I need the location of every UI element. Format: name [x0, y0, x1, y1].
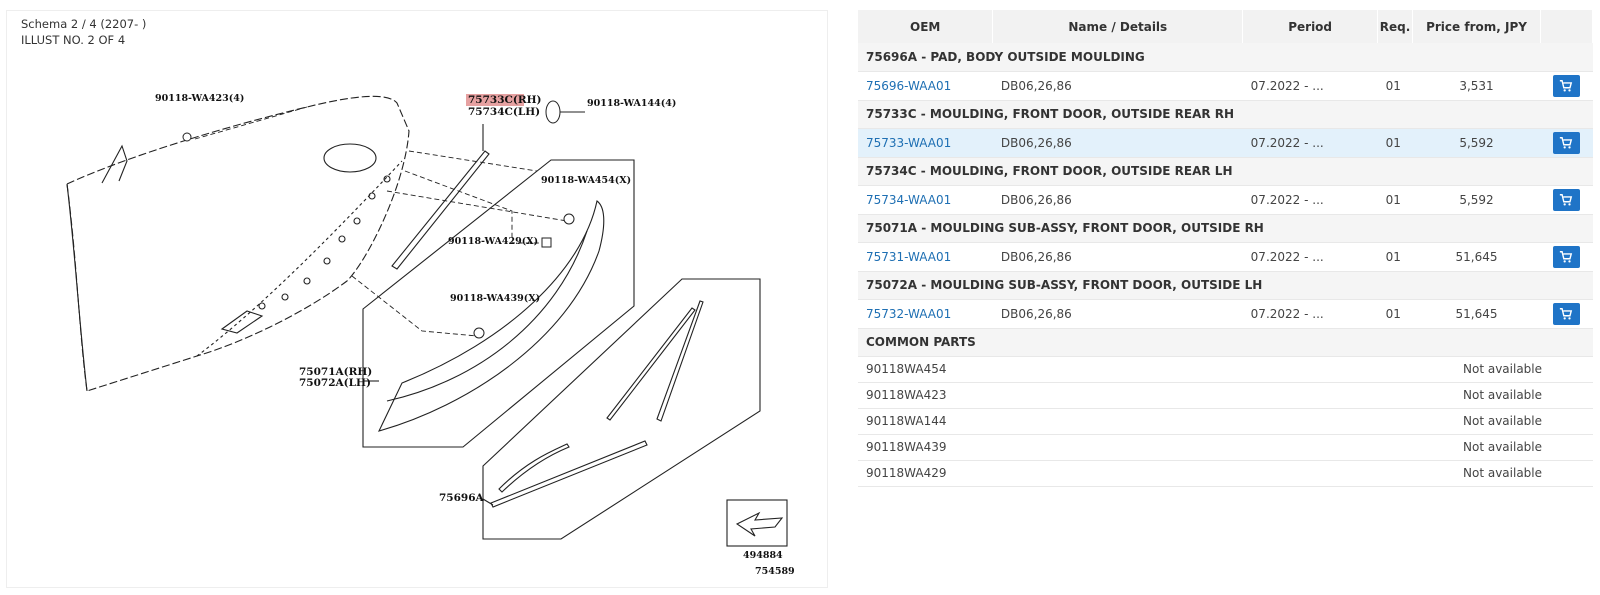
callout-75072a[interactable]: 75072A(LH)	[299, 377, 371, 389]
table-row[interactable]: 75732-WAA01 DB06,26,86 07.2022 - ... 01 …	[858, 299, 1593, 329]
parts-table: OEM Name / Details Period Req. Price fro…	[858, 10, 1594, 487]
common-part-row: 90118WA439 Not available	[858, 434, 1593, 461]
header-name-details: Name / Details	[992, 10, 1244, 43]
part-details: DB06,26,86	[992, 71, 1243, 101]
part-details: DB06,26,86	[992, 185, 1243, 215]
part-price: 5,592	[1412, 128, 1541, 158]
common-part-oem: 90118WA423	[858, 382, 1413, 409]
add-to-cart-button[interactable]	[1552, 245, 1580, 268]
add-to-cart-button[interactable]	[1552, 131, 1580, 154]
group-row: 75072A - MOULDING SUB-ASSY, FRONT DOOR, …	[858, 271, 1593, 300]
group-row: 75734C - MOULDING, FRONT DOOR, OUTSIDE R…	[858, 157, 1593, 186]
availability-status: Not available	[1412, 382, 1593, 409]
availability-status: Not available	[1412, 356, 1593, 383]
add-to-cart-button[interactable]	[1552, 74, 1580, 97]
part-price: 51,645	[1412, 242, 1541, 272]
common-part-row: 90118WA144 Not available	[858, 408, 1593, 435]
group-title: 75734C - MOULDING, FRONT DOOR, OUTSIDE R…	[858, 157, 1593, 186]
callout-90118-wa423[interactable]: 90118-WA423(4)	[155, 93, 244, 104]
table-row-selected[interactable]: 75733-WAA01 DB06,26,86 07.2022 - ... 01 …	[858, 128, 1593, 158]
header-price: Price from, JPY	[1412, 10, 1541, 43]
cart-icon	[1560, 136, 1573, 149]
callout-90118-wa429[interactable]: 90118-WA429(X)	[448, 236, 538, 247]
table-row[interactable]: 75696-WAA01 DB06,26,86 07.2022 - ... 01 …	[858, 71, 1593, 101]
parts-diagram: 90118-WA423(4) 75733C(RH) 75734C(LH) 901…	[66, 93, 795, 577]
part-period: 07.2022 - ...	[1242, 71, 1378, 101]
part-req: 01	[1377, 185, 1413, 215]
part-req: 01	[1377, 242, 1413, 272]
availability-status: Not available	[1412, 408, 1593, 435]
oem-link[interactable]: 75732-WAA01	[866, 306, 952, 321]
group-title: 75733C - MOULDING, FRONT DOOR, OUTSIDE R…	[858, 100, 1593, 129]
header-oem: OEM	[858, 10, 994, 43]
group-row: 75733C - MOULDING, FRONT DOOR, OUTSIDE R…	[858, 100, 1593, 129]
oem-link[interactable]: 75734-WAA01	[866, 192, 952, 207]
parts-diagram-panel: 90118-WA423(4) 75733C(RH) 75734C(LH) 901…	[6, 10, 828, 588]
part-period: 07.2022 - ...	[1242, 185, 1378, 215]
illust-title: ILLUST NO. 2 OF 4	[21, 33, 126, 47]
diagram-ref-number-2: 754589	[755, 566, 795, 577]
group-row: 75071A - MOULDING SUB-ASSY, FRONT DOOR, …	[858, 214, 1593, 243]
common-part-row: 90118WA429 Not available	[858, 460, 1593, 487]
oem-link[interactable]: 75733-WAA01	[866, 135, 952, 150]
table-row[interactable]: 75731-WAA01 DB06,26,86 07.2022 - ... 01 …	[858, 242, 1593, 272]
callout-90118-wa439[interactable]: 90118-WA439(X)	[450, 293, 540, 304]
availability-status: Not available	[1412, 434, 1593, 461]
table-header-row: OEM Name / Details Period Req. Price fro…	[858, 10, 1594, 43]
part-period: 07.2022 - ...	[1242, 242, 1378, 272]
group-title: 75071A - MOULDING SUB-ASSY, FRONT DOOR, …	[858, 214, 1593, 243]
callout-90118-wa144[interactable]: 90118-WA144(4)	[587, 98, 676, 109]
callout-90118-wa454[interactable]: 90118-WA454(X)	[541, 175, 631, 186]
schema-title: Schema 2 / 4 (2207- )	[21, 17, 147, 31]
group-title: 75696A - PAD, BODY OUTSIDE MOULDING	[858, 43, 1593, 72]
common-parts-header: COMMON PARTS	[858, 328, 1593, 357]
common-part-oem: 90118WA439	[858, 434, 1413, 461]
cart-icon	[1560, 79, 1573, 92]
header-req: Req.	[1377, 10, 1414, 43]
common-part-oem: 90118WA454	[858, 356, 1413, 383]
oem-link[interactable]: 75696-WAA01	[866, 78, 952, 93]
part-period: 07.2022 - ...	[1242, 128, 1378, 158]
part-details: DB06,26,86	[992, 242, 1243, 272]
diagram-ref-number: 494884	[743, 550, 783, 561]
header-period: Period	[1242, 10, 1379, 43]
part-req: 01	[1377, 128, 1413, 158]
common-part-oem: 90118WA144	[858, 408, 1413, 435]
cart-icon	[1560, 193, 1573, 206]
common-part-row: 90118WA454 Not available	[858, 356, 1593, 383]
part-period: 07.2022 - ...	[1242, 299, 1378, 329]
header-cart	[1540, 10, 1594, 43]
part-price: 5,592	[1412, 185, 1541, 215]
group-title: 75072A - MOULDING SUB-ASSY, FRONT DOOR, …	[858, 271, 1593, 300]
common-part-oem: 90118WA429	[858, 460, 1413, 487]
oem-link[interactable]: 75731-WAA01	[866, 249, 952, 264]
availability-status: Not available	[1412, 460, 1593, 487]
callout-75733c[interactable]: 75733C(RH)	[468, 94, 541, 106]
callout-75734c[interactable]: 75734C(LH)	[468, 106, 540, 118]
cart-icon	[1560, 307, 1573, 320]
common-part-row: 90118WA423 Not available	[858, 382, 1593, 409]
part-req: 01	[1377, 71, 1413, 101]
callout-75071a[interactable]: 75071A(RH)	[299, 366, 372, 378]
common-parts-title: COMMON PARTS	[858, 328, 1593, 357]
group-row: 75696A - PAD, BODY OUTSIDE MOULDING	[858, 43, 1593, 72]
callout-75696a[interactable]: 75696A	[439, 492, 485, 504]
add-to-cart-button[interactable]	[1552, 188, 1580, 211]
add-to-cart-button[interactable]	[1552, 302, 1580, 325]
table-row[interactable]: 75734-WAA01 DB06,26,86 07.2022 - ... 01 …	[858, 185, 1593, 215]
part-price: 51,645	[1412, 299, 1541, 329]
cart-icon	[1560, 250, 1573, 263]
part-details: DB06,26,86	[992, 299, 1243, 329]
part-req: 01	[1377, 299, 1413, 329]
part-details: DB06,26,86	[992, 128, 1243, 158]
part-price: 3,531	[1412, 71, 1541, 101]
